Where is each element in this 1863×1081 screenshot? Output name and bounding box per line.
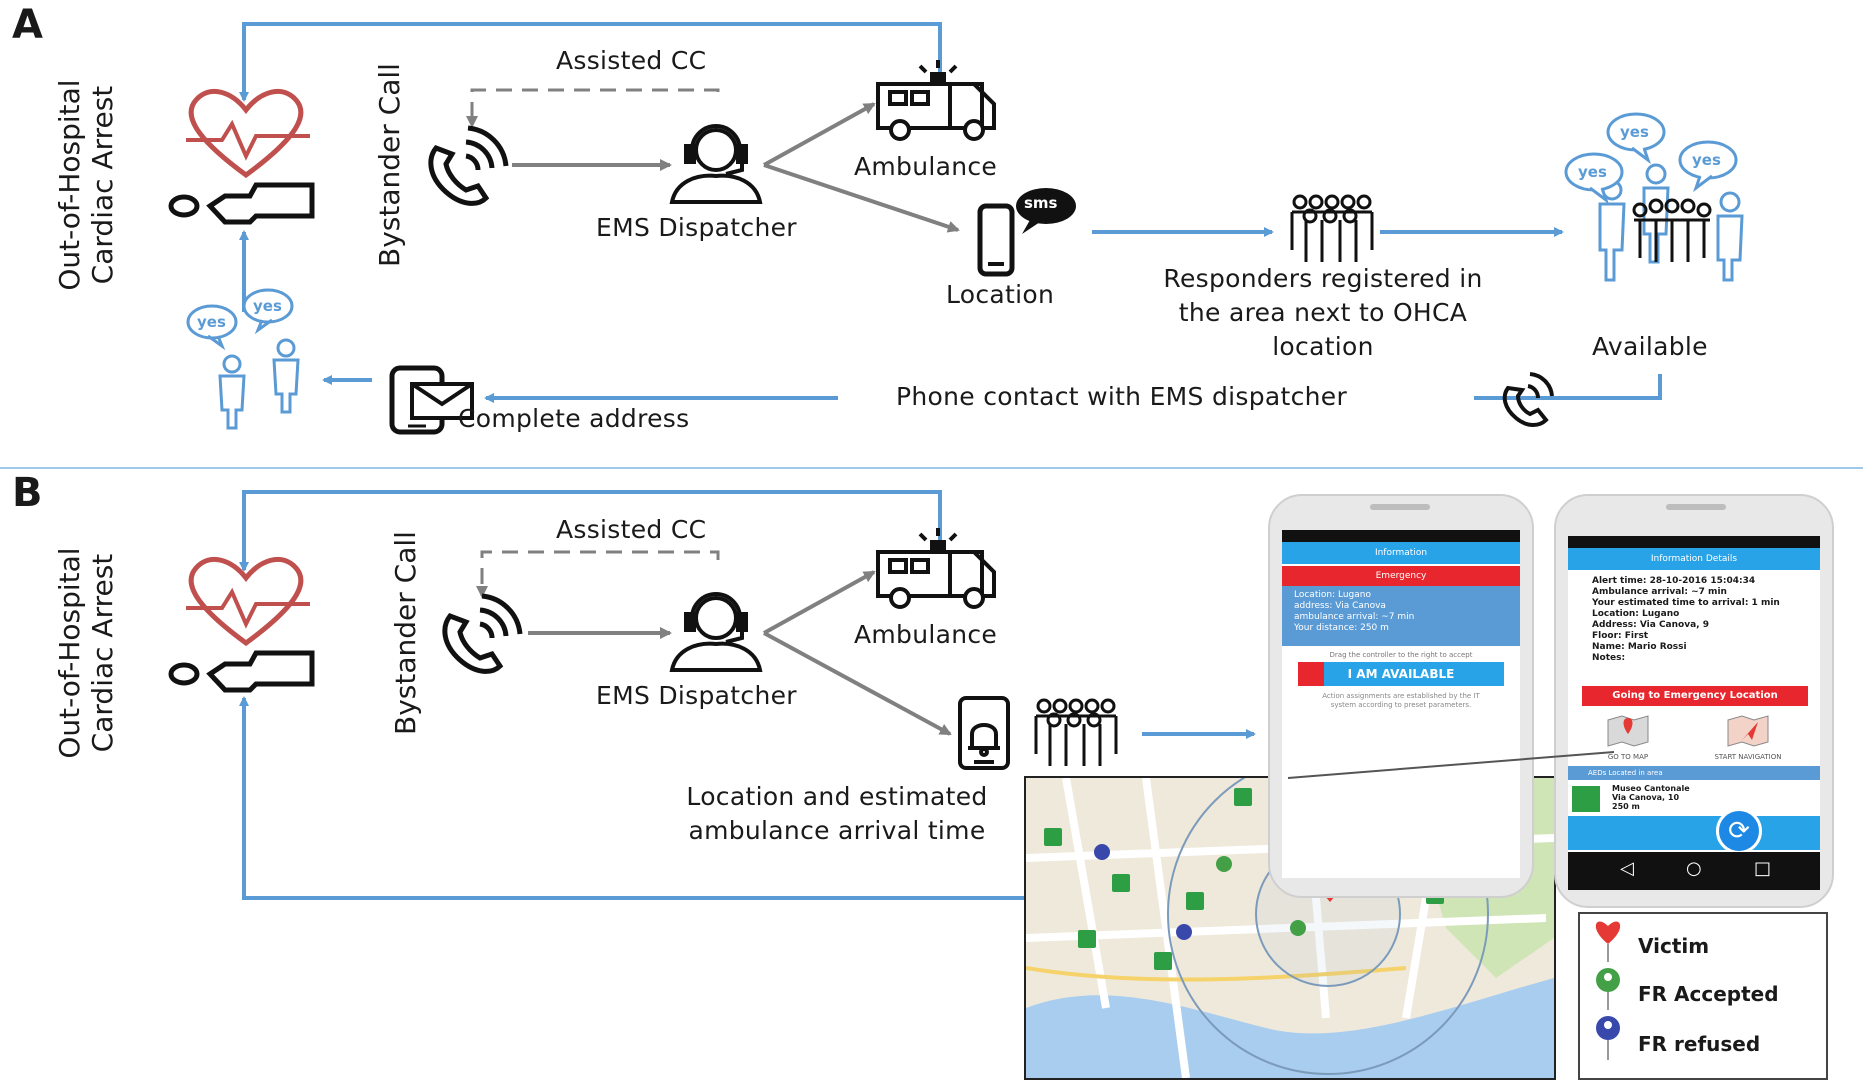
home-icon[interactable]: ○ bbox=[1686, 858, 1702, 879]
arrow-dispatcher-to-location-a bbox=[763, 163, 960, 233]
android-nav-bar: ◁ ○ □ bbox=[1568, 852, 1820, 890]
i-am-available-button[interactable]: I AM AVAILABLE bbox=[1298, 662, 1504, 686]
ems-dispatcher-label-b: EMS Dispatcher bbox=[596, 681, 797, 710]
refresh-icon[interactable]: ⟳ bbox=[1716, 808, 1762, 854]
slider-handle[interactable] bbox=[1298, 662, 1324, 686]
yes-bubble-3: yes bbox=[1692, 151, 1721, 169]
available-label: Available bbox=[1592, 332, 1708, 361]
legend-fr-refused: FR refused bbox=[1638, 1032, 1761, 1056]
victim-marker-icon bbox=[1595, 921, 1621, 962]
navigation-icon bbox=[1727, 715, 1769, 747]
bystander-call-label-a: Bystander Call bbox=[373, 63, 406, 267]
bystander-call-label-b: Bystander Call bbox=[389, 531, 422, 735]
panel-label-a: A bbox=[12, 2, 43, 48]
legend-victim: Victim bbox=[1638, 934, 1710, 958]
legend-fr-accepted: FR Accepted bbox=[1638, 982, 1779, 1006]
complete-address-label: Complete address bbox=[458, 404, 690, 433]
assisted-cc-label-a: Assisted CC bbox=[556, 46, 707, 75]
phone-1-hint: Drag the controller to the right to acce… bbox=[1329, 651, 1473, 659]
yes-bubble-5: yes bbox=[253, 297, 282, 315]
recents-icon[interactable]: □ bbox=[1754, 858, 1772, 879]
fr-accepted-marker-icon bbox=[1596, 968, 1620, 1010]
start-navigation-button[interactable]: START NAVIGATION bbox=[1698, 714, 1798, 761]
yes-bubble-4: yes bbox=[197, 313, 226, 331]
ambulance-label-a: Ambulance bbox=[854, 152, 998, 181]
arrow-ambulance-to-ohca-b bbox=[239, 490, 942, 572]
legend: Victim FR Accepted FR refused bbox=[1578, 912, 1828, 1080]
aed-icon bbox=[1572, 786, 1600, 812]
phone-2-screen: Information Details Alert time: 28-10-20… bbox=[1568, 536, 1820, 890]
arrow-dispatcher-to-alert-b bbox=[763, 631, 952, 736]
aed-header: AEDs Located in area bbox=[1568, 766, 1820, 780]
phone-2-header: Information Details bbox=[1568, 548, 1820, 570]
map-icon bbox=[1607, 715, 1649, 747]
ambulance-label-b: Ambulance bbox=[854, 620, 998, 649]
go-to-map-button[interactable]: GO TO MAP bbox=[1598, 714, 1658, 761]
arrow-dispatcher-to-ambulance-b bbox=[763, 570, 876, 635]
phone-mockup-2: Information Details Alert time: 28-10-20… bbox=[1554, 494, 1834, 908]
fr-refused-marker-icon bbox=[1596, 1016, 1620, 1060]
arrow-available-down bbox=[1474, 374, 1662, 400]
arrow-map-to-ohca-b bbox=[239, 696, 1024, 900]
arrow-assisted-cc-a bbox=[466, 88, 720, 128]
phone-contact-label: Phone contact with EMS dispatcher bbox=[896, 382, 1348, 411]
panel-label-b: B bbox=[12, 470, 43, 516]
arrow-dispatcher-to-ambulance-a bbox=[763, 102, 876, 167]
assisted-cc-label-b: Assisted CC bbox=[556, 515, 707, 544]
phone-1-header: Information bbox=[1282, 542, 1520, 564]
arrow-assisted-cc-b bbox=[476, 550, 720, 598]
bottom-tab-bar bbox=[1568, 816, 1820, 850]
arrow-ambulance-to-ohca-a bbox=[239, 22, 942, 102]
ems-dispatcher-label-a: EMS Dispatcher bbox=[596, 213, 797, 242]
sms-label: sms bbox=[1024, 194, 1058, 212]
yes-bubble-2: yes bbox=[1620, 123, 1649, 141]
phone-1-banner: Emergency bbox=[1282, 566, 1520, 586]
back-icon[interactable]: ◁ bbox=[1620, 858, 1634, 879]
phone-1-note: Action assignments are established by th… bbox=[1322, 692, 1480, 709]
going-to-emergency-button[interactable]: Going to Emergency Location bbox=[1582, 686, 1808, 706]
yes-bubble-1: yes bbox=[1578, 163, 1607, 181]
location-label-a: Location bbox=[946, 280, 1055, 309]
